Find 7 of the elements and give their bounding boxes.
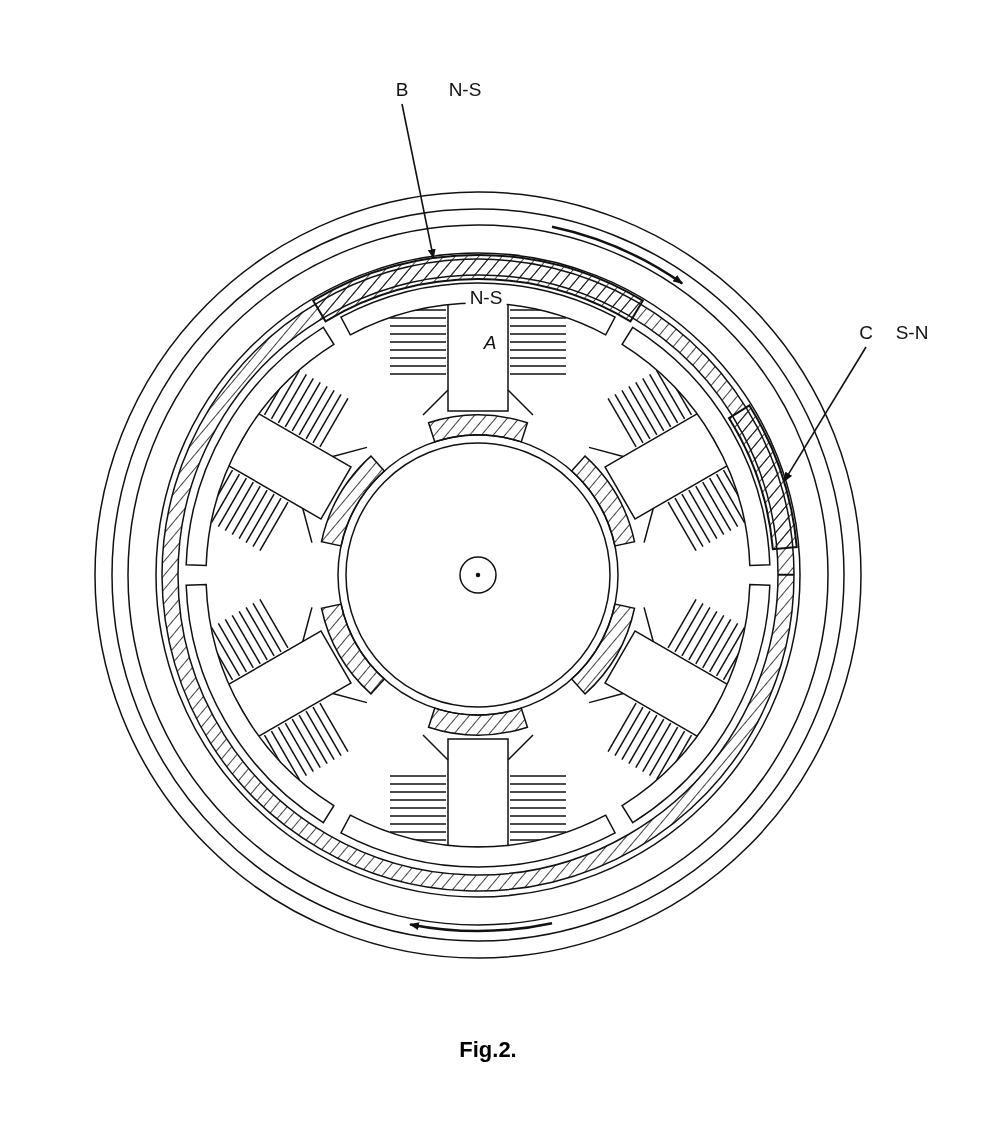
magnet-segment (728, 404, 798, 551)
callout-letter: C (855, 321, 877, 345)
magnet-segment (312, 254, 644, 323)
callout-letter: B (391, 78, 413, 102)
leader-line (401, 103, 436, 260)
figure-caption: Fig.2. (459, 1037, 517, 1063)
leader-line (783, 346, 867, 483)
